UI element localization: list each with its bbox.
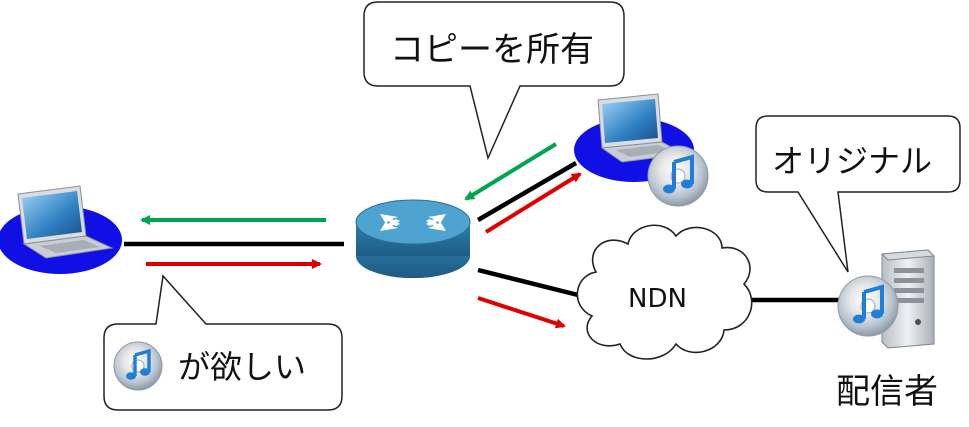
arrows: [140, 142, 582, 329]
link-router-top: [476, 161, 578, 222]
music-disc-icon: [647, 145, 709, 207]
interest-arrow-top: [484, 172, 582, 234]
server-node: [837, 249, 936, 349]
laptop-icon: [597, 93, 686, 163]
server-label: 配信者: [836, 372, 938, 412]
bubble-want: [103, 274, 343, 411]
bubble-copy-owner: [363, 1, 625, 161]
data-arrow-top: [464, 142, 558, 201]
music-disc-icon: [837, 275, 899, 337]
laptop-top-node: [574, 93, 709, 207]
link-router-ndn: [477, 267, 591, 301]
laptop-icon: [17, 185, 114, 259]
server-icon: [880, 249, 936, 349]
router-arrows: [380, 214, 446, 231]
cloud-label: NDN: [628, 284, 687, 314]
cloud-icon: [576, 224, 753, 360]
interest-arrow-ndn: [477, 296, 566, 329]
router-icon: [355, 199, 471, 278]
bubble-original: [755, 115, 961, 273]
music-disc-icon: [113, 341, 163, 391]
links: [124, 161, 842, 303]
laptop-left-node: [0, 185, 122, 274]
bubble-copy-text: コピーを所有: [390, 30, 594, 70]
bubble-want-text: が欲しい: [178, 348, 307, 386]
bubble-original-text: オリジナル: [772, 142, 933, 180]
